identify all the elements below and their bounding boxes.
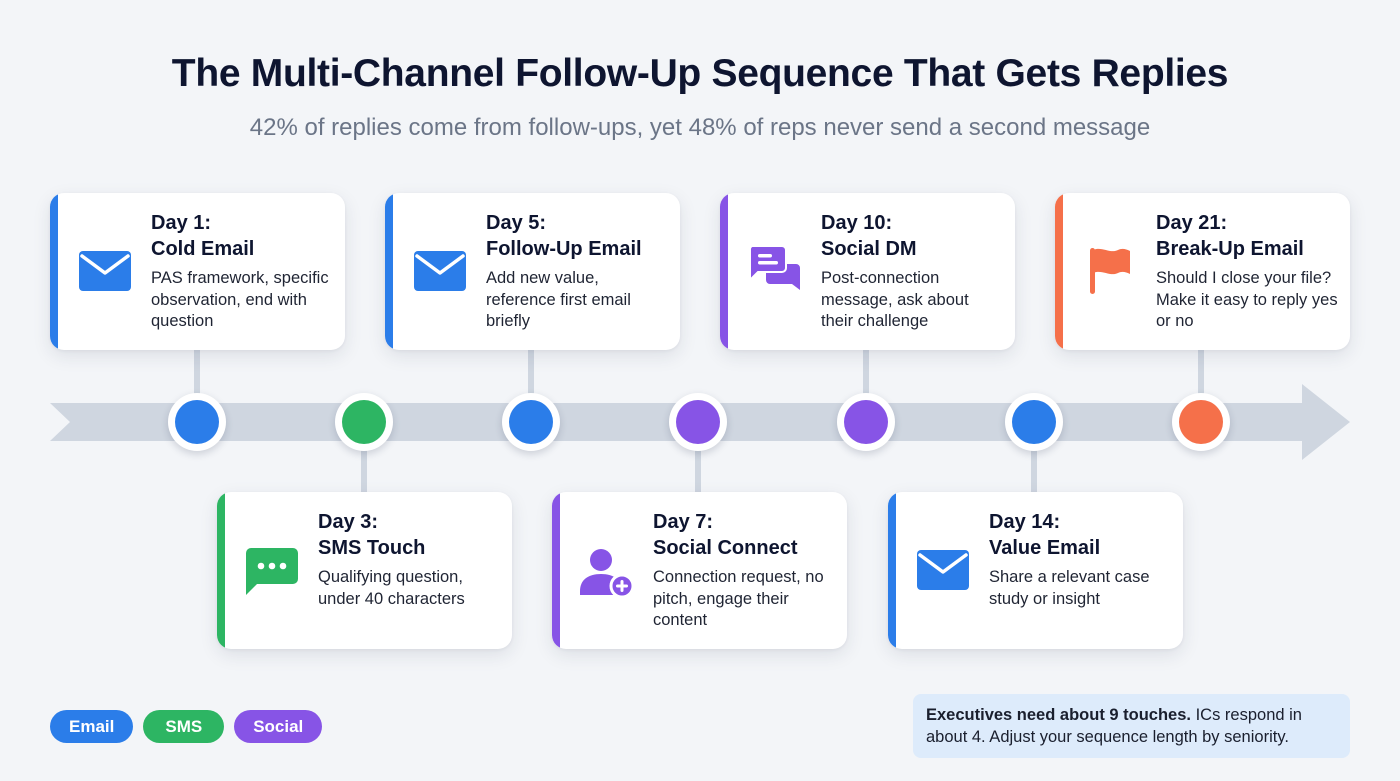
step-description: PAS framework, specific observation, end… xyxy=(151,269,329,330)
card-accent xyxy=(50,193,58,350)
connector-day-7 xyxy=(695,446,701,494)
envelope-icon xyxy=(412,243,468,299)
page-subtitle: 42% of replies come from follow-ups, yet… xyxy=(249,114,1151,141)
legend-pill-sms: SMS xyxy=(143,710,225,743)
add-user-icon xyxy=(579,544,635,600)
flag-icon xyxy=(1082,243,1138,299)
step-card-day-14: Day 14: Value Email Share a relevant cas… xyxy=(888,492,1183,649)
step-card-day-1: Day 1: Cold Email PAS framework, specifi… xyxy=(50,193,345,350)
connector-day-21 xyxy=(1198,349,1204,399)
card-accent xyxy=(1055,193,1063,350)
step-card-day-3: Day 3: SMS Touch Qualifying question, un… xyxy=(217,492,512,649)
note-bold-text: Executives need about 9 touches. xyxy=(926,706,1191,724)
timeline-dot-day-10 xyxy=(837,393,895,451)
step-name: Value Email xyxy=(989,537,1101,559)
step-description: Qualifying question, under 40 characters xyxy=(318,568,465,608)
card-accent xyxy=(552,492,560,649)
chat-bubbles-icon xyxy=(747,243,803,299)
step-description: Share a relevant case study or insight xyxy=(989,568,1150,608)
step-name: Social DM xyxy=(821,238,917,260)
step-name: SMS Touch xyxy=(318,537,426,559)
legend-pill-email: Email xyxy=(50,710,134,743)
step-name: Social Connect xyxy=(653,537,798,559)
step-day: Day 3: xyxy=(318,511,379,533)
step-day: Day 7: xyxy=(653,511,714,533)
card-accent xyxy=(217,492,225,649)
step-day: Day 10: xyxy=(821,212,893,234)
connector-day-14 xyxy=(1031,446,1037,494)
step-name: Cold Email xyxy=(151,238,255,260)
connector-day-1 xyxy=(194,349,200,399)
timeline-dot-day-21 xyxy=(1172,393,1230,451)
step-description: Connection request, no pitch, engage the… xyxy=(653,568,824,629)
envelope-icon xyxy=(77,243,133,299)
timeline-dot-day-14 xyxy=(1005,393,1063,451)
card-accent xyxy=(385,193,393,350)
legend-pill-social: Social xyxy=(234,710,323,743)
step-day: Day 21: xyxy=(1156,212,1228,234)
step-card-day-21: Day 21: Break-Up Email Should I close yo… xyxy=(1055,193,1350,350)
channel-legend: Email SMS Social xyxy=(50,710,323,743)
step-name: Follow-Up Email xyxy=(486,238,642,260)
timeline-dot-day-1 xyxy=(168,393,226,451)
step-day: Day 5: xyxy=(486,212,547,234)
step-name: Break-Up Email xyxy=(1156,238,1304,260)
connector-day-5 xyxy=(528,349,534,399)
sms-bubble-icon xyxy=(244,544,300,600)
step-day: Day 14: xyxy=(989,511,1061,533)
timeline-dot-day-5 xyxy=(502,393,560,451)
connector-day-10 xyxy=(863,349,869,399)
step-description: Should I close your file? Make it easy t… xyxy=(1156,269,1338,330)
step-day: Day 1: xyxy=(151,212,212,234)
step-card-day-5: Day 5: Follow-Up Email Add new value, re… xyxy=(385,193,680,350)
card-accent xyxy=(888,492,896,649)
note-text: ICs respond in about 4. Adjust your sequ… xyxy=(926,706,1302,746)
step-card-day-10: Day 10: Social DM Post-connection messag… xyxy=(720,193,1015,350)
step-card-day-7: Day 7: Social Connect Connection request… xyxy=(552,492,847,649)
step-description: Post-connection message, ask about their… xyxy=(821,269,969,330)
connector-day-3 xyxy=(361,446,367,494)
step-description: Add new value, reference first email bri… xyxy=(486,269,631,330)
card-accent xyxy=(720,193,728,350)
timeline-dot-day-3 xyxy=(335,393,393,451)
envelope-icon xyxy=(915,542,971,598)
page-title: The Multi-Channel Follow-Up Sequence Tha… xyxy=(171,52,1229,95)
seniority-note: Executives need about 9 touches. ICs res… xyxy=(913,694,1350,758)
timeline-dot-day-7 xyxy=(669,393,727,451)
